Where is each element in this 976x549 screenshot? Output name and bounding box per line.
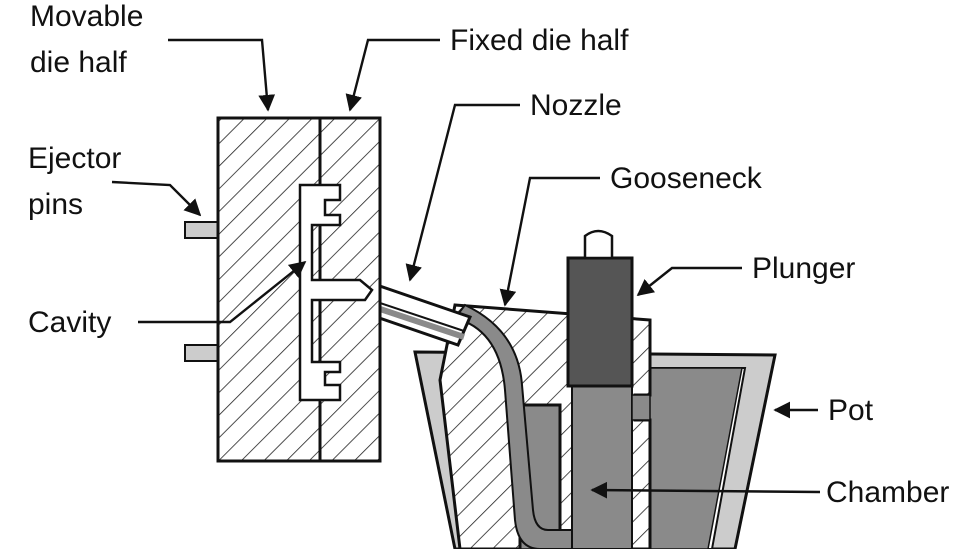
label-movable-line1: Movable <box>30 0 143 33</box>
label-fixed-die-half: Fixed die half <box>450 24 629 57</box>
movable-die-leader <box>168 38 276 112</box>
label-ejector-line1: Ejector <box>28 142 121 175</box>
nozzle-leader <box>405 103 520 282</box>
chamber-leader <box>590 481 821 499</box>
label-plunger: Plunger <box>752 252 855 285</box>
chamber <box>571 384 633 549</box>
cavity <box>298 183 374 402</box>
chamber-port <box>631 394 651 421</box>
label-movable-line2: die half <box>30 46 127 79</box>
gooseneck-leader <box>499 176 600 307</box>
label-pot: Pot <box>828 394 874 427</box>
label-ejector-line2: pins <box>28 188 83 221</box>
ejector-pins-leader <box>111 180 202 217</box>
label-gooseneck: Gooseneck <box>610 162 763 195</box>
plunger <box>566 229 634 388</box>
label-chamber: Chamber <box>826 476 949 509</box>
fixed-die-leader <box>345 38 440 112</box>
label-nozzle: Nozzle <box>530 89 622 122</box>
plunger-leader <box>636 266 742 297</box>
cavity-leader <box>138 260 307 324</box>
gooseneck-channel <box>453 303 573 549</box>
label-cavity: Cavity <box>28 306 111 339</box>
